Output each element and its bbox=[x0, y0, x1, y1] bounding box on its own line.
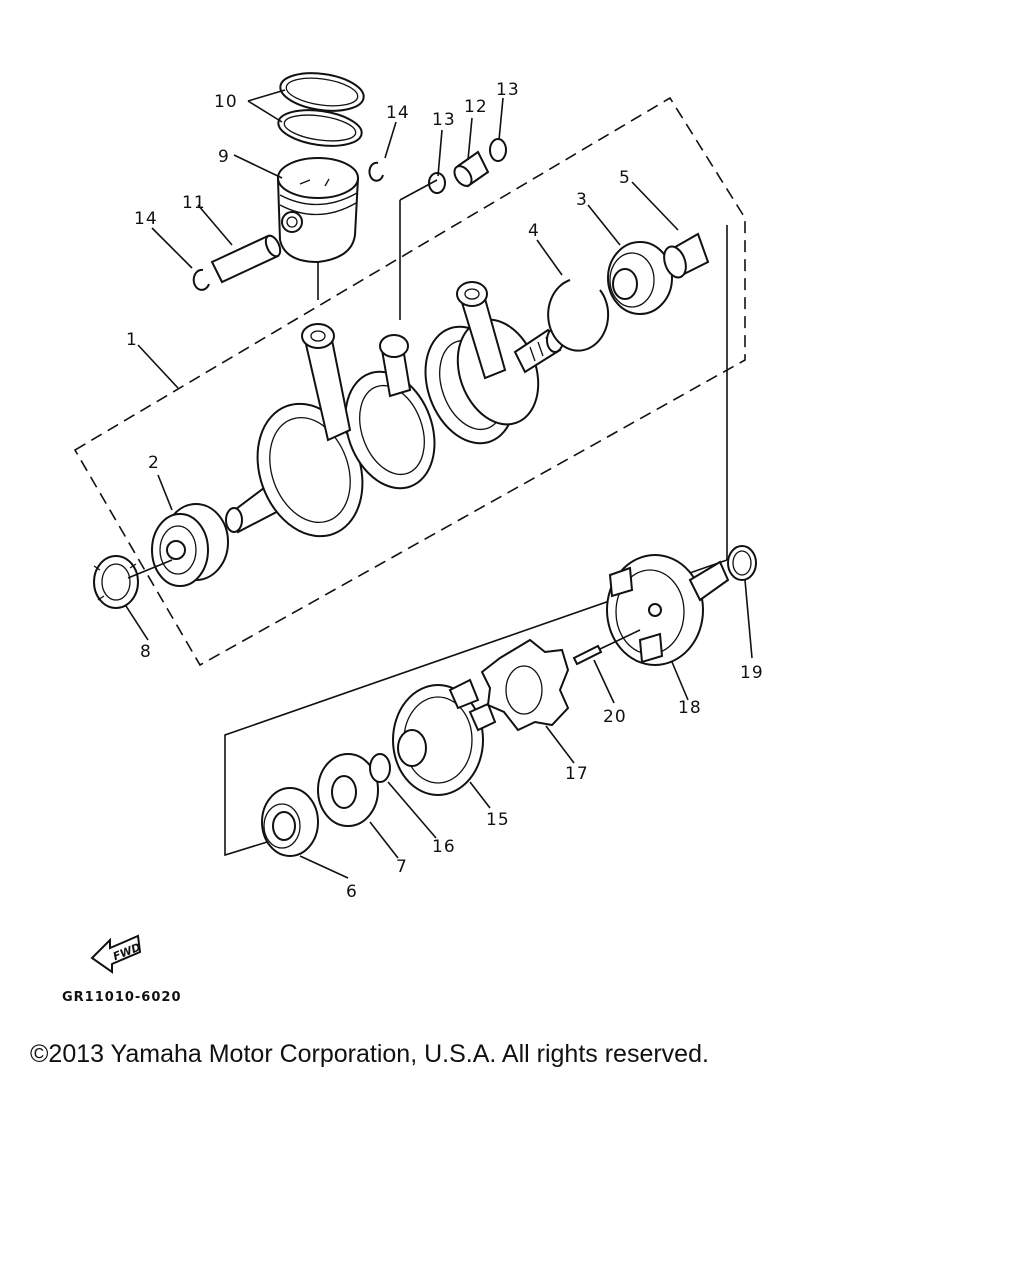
main-bearing-rear bbox=[607, 241, 673, 315]
label-10: 10 bbox=[214, 92, 238, 112]
exploded-view: 10 9 11 14 14 13 12 13 5 3 4 1 2 8 19 20… bbox=[73, 72, 764, 974]
forward-arrow-icon: FWD bbox=[90, 934, 143, 974]
label-14-right: 14 bbox=[386, 103, 410, 123]
label-5: 5 bbox=[619, 168, 631, 188]
oil-seal-rear bbox=[261, 787, 319, 857]
label-1: 1 bbox=[126, 330, 138, 350]
retaining-ring bbox=[547, 279, 610, 352]
label-11: 11 bbox=[182, 193, 206, 213]
fwd-badge: FWD bbox=[111, 941, 143, 964]
label-12: 12 bbox=[464, 97, 488, 117]
label-13-left: 13 bbox=[432, 110, 456, 130]
thrust-collar bbox=[727, 545, 757, 581]
label-19: 19 bbox=[740, 663, 764, 683]
label-8: 8 bbox=[140, 642, 152, 662]
circlip-right bbox=[368, 161, 384, 182]
label-13-right: 13 bbox=[496, 80, 520, 100]
label-2: 2 bbox=[148, 453, 160, 473]
label-18: 18 bbox=[678, 698, 702, 718]
label-15: 15 bbox=[486, 810, 510, 830]
piston-rings bbox=[277, 72, 365, 147]
label-17: 17 bbox=[565, 764, 589, 784]
crankshaft bbox=[225, 281, 564, 538]
diagram-code: GR11010-6020 bbox=[62, 990, 182, 1005]
main-bearing-front bbox=[151, 503, 229, 587]
parts-diagram: 10 9 11 14 14 13 12 13 5 3 4 1 2 8 19 20… bbox=[73, 72, 764, 974]
bushing bbox=[663, 232, 710, 279]
leader-lines bbox=[125, 89, 753, 879]
label-6: 6 bbox=[346, 882, 358, 902]
thrust-washer-lower bbox=[428, 172, 446, 194]
coupling-rear bbox=[606, 554, 730, 666]
coupling-assembly-bracket bbox=[224, 225, 728, 857]
label-20: 20 bbox=[603, 707, 627, 727]
o-ring bbox=[369, 753, 391, 783]
label-7: 7 bbox=[396, 857, 408, 877]
circlip-left bbox=[192, 268, 210, 291]
collar bbox=[317, 753, 379, 827]
label-9: 9 bbox=[218, 147, 230, 167]
small-end-bearing bbox=[453, 150, 490, 188]
label-14-left: 14 bbox=[134, 209, 158, 229]
thrust-washer-upper bbox=[489, 138, 507, 162]
coupling-front bbox=[392, 678, 497, 796]
copyright-notice: ©2013 Yamaha Motor Corporation, U.S.A. A… bbox=[30, 1040, 709, 1068]
seal-axis bbox=[127, 559, 173, 579]
label-4: 4 bbox=[528, 221, 540, 241]
dowel-pin bbox=[572, 629, 641, 666]
oil-seal-front bbox=[93, 555, 139, 609]
piston bbox=[276, 157, 360, 264]
crankshaft-assembly-boundary bbox=[73, 96, 746, 667]
piston-pin bbox=[210, 234, 282, 284]
label-3: 3 bbox=[576, 190, 588, 210]
coupling-damper bbox=[480, 638, 570, 732]
label-16: 16 bbox=[432, 837, 456, 857]
